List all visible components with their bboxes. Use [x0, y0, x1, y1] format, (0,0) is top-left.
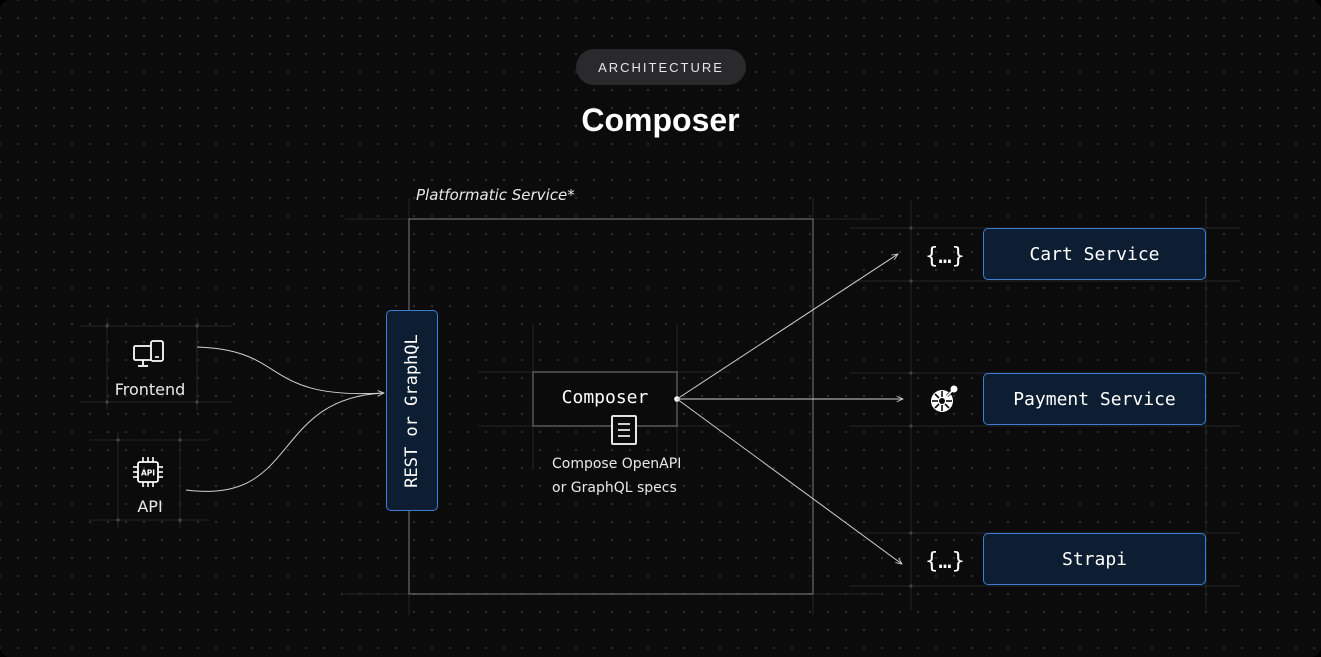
cart-connector: [676, 254, 898, 400]
composer-caption-line2: or GraphQL specs: [552, 480, 677, 496]
target-payment-service: Payment Service: [983, 373, 1206, 425]
document-icon: [611, 415, 637, 445]
api-label: API: [137, 497, 163, 516]
composer-caption: Compose OpenAPI or GraphQL specs: [552, 452, 681, 500]
gateway-box: REST or GraphQL: [386, 310, 438, 511]
curly-braces-icon: {…}: [926, 244, 964, 269]
svg-text:{…}: {…}: [926, 244, 964, 269]
curly-braces-icon: {…}: [926, 549, 964, 574]
service-container-label: Platformatic Service*: [416, 186, 575, 204]
svg-text:{…}: {…}: [926, 549, 964, 574]
guide-crosses: [105, 226, 913, 588]
api-connector: [185, 392, 385, 492]
service-container: [408, 218, 814, 595]
target-cart-service: Cart Service: [983, 228, 1206, 280]
composer-caption-line1: Compose OpenAPI: [552, 456, 682, 472]
target-strapi: Strapi: [983, 533, 1206, 585]
frontend-connector: [196, 346, 384, 394]
composer-box: [532, 371, 678, 427]
payment-service-icon: [931, 385, 958, 412]
composer-label: Composer: [561, 387, 649, 408]
gateway-label: REST or GraphQL: [402, 333, 422, 488]
desktop-mobile-icon: [133, 340, 164, 367]
page-title: Composer: [581, 102, 740, 138]
svg-text:API: API: [141, 469, 155, 478]
section-badge: ARCHITECTURE: [576, 49, 746, 85]
api-chip-icon: API: [133, 457, 163, 487]
frontend-label: Frontend: [114, 380, 186, 399]
strapi-connector: [676, 398, 902, 564]
